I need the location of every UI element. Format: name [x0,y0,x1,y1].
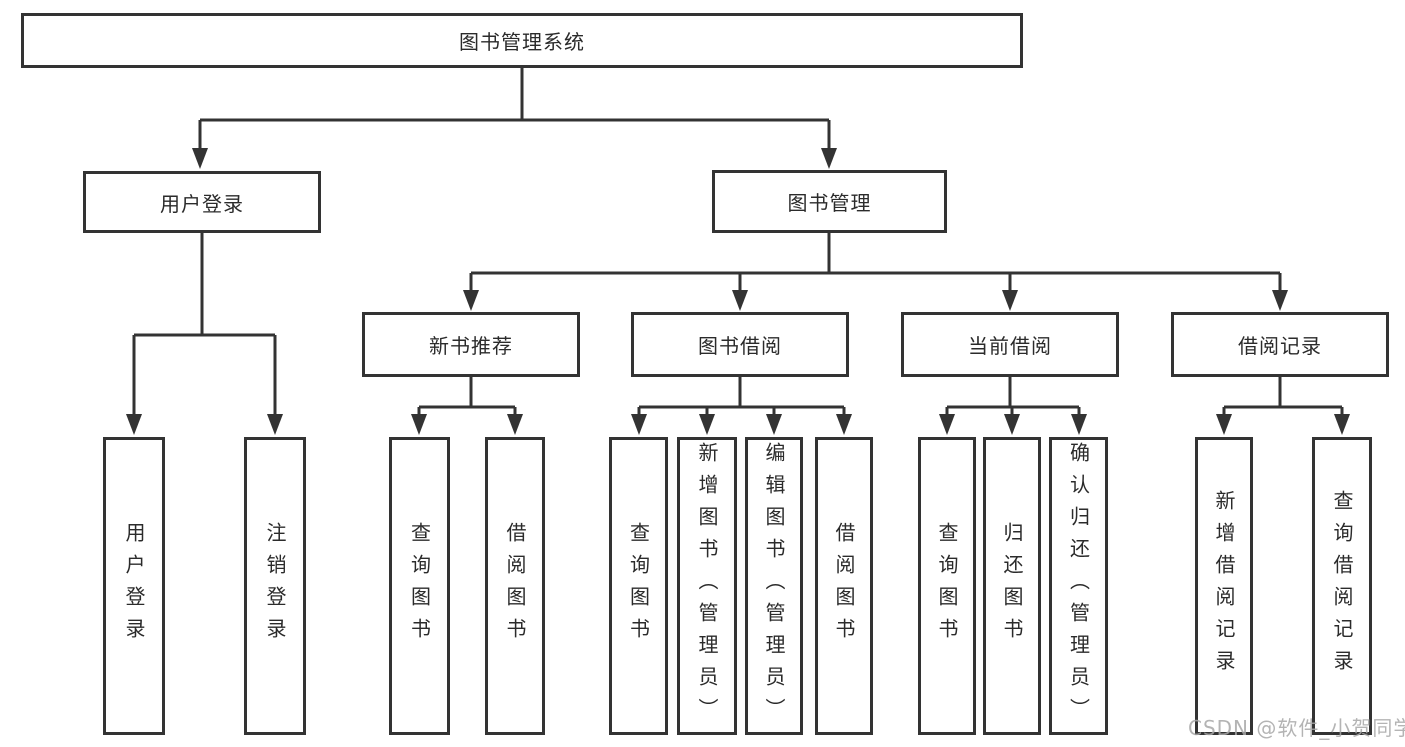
leaf-return-books: 归还图书 [983,437,1041,735]
connector-book-mgmt-to-level3 [463,233,1288,311]
leaf-add-borrow-record: 新增借阅记录 [1195,437,1253,735]
arrow-down-icon [631,414,647,435]
leaf-query-books-current: 查询图书 [918,437,976,735]
node-new-book-recommend: 新书推荐 [362,312,580,377]
connector-root-to-level2 [192,68,837,169]
arrow-down-icon [1004,414,1020,435]
leaf-query-borrow-record: 查询借阅记录 [1312,437,1372,735]
arrow-down-icon [1334,414,1350,435]
arrow-down-icon [267,414,283,435]
leaf-query-books-borrow: 查询图书 [609,437,668,735]
leaf-query-books-recommend: 查询图书 [389,437,450,735]
connector-book-borrow-to-leaves [631,377,852,435]
arrow-down-icon [766,414,782,435]
arrow-down-icon [1216,414,1232,435]
arrow-down-icon [192,148,208,169]
connector-new-books-to-leaves [411,377,523,435]
arrow-down-icon [463,290,479,311]
node-user-login: 用户登录 [83,171,321,233]
node-current-borrow: 当前借阅 [901,312,1119,377]
arrow-down-icon [939,414,955,435]
leaf-logout: 注销登录 [244,437,306,735]
connector-current-borrow-to-leaves [939,377,1087,435]
connector-borrow-records-to-leaves [1216,377,1350,435]
arrow-down-icon [507,414,523,435]
leaf-borrow-books-recommend: 借阅图书 [485,437,545,735]
leaf-edit-books-admin: 编辑图书（管理员） [745,437,803,735]
leaf-confirm-return-admin: 确认归还（管理员） [1049,437,1108,735]
arrow-down-icon [1071,414,1087,435]
arrow-down-icon [732,290,748,311]
node-book-borrow: 图书借阅 [631,312,849,377]
node-borrow-records: 借阅记录 [1171,312,1389,377]
leaf-user-login: 用户登录 [103,437,165,735]
csdn-watermark: CSDN @软件_小贺同学 [1188,716,1405,740]
arrow-down-icon [1272,290,1288,311]
node-book-management: 图书管理 [712,170,947,233]
leaf-borrow-books: 借阅图书 [815,437,873,735]
arrow-down-icon [836,414,852,435]
arrow-down-icon [821,148,837,169]
arrow-down-icon [411,414,427,435]
arrow-down-icon [1002,290,1018,311]
arrow-down-icon [126,414,142,435]
arrow-down-icon [699,414,715,435]
connector-user-login-to-leaves [126,233,283,435]
node-library-management-system: 图书管理系统 [21,13,1023,68]
leaf-add-books-admin: 新增图书（管理员） [677,437,737,735]
